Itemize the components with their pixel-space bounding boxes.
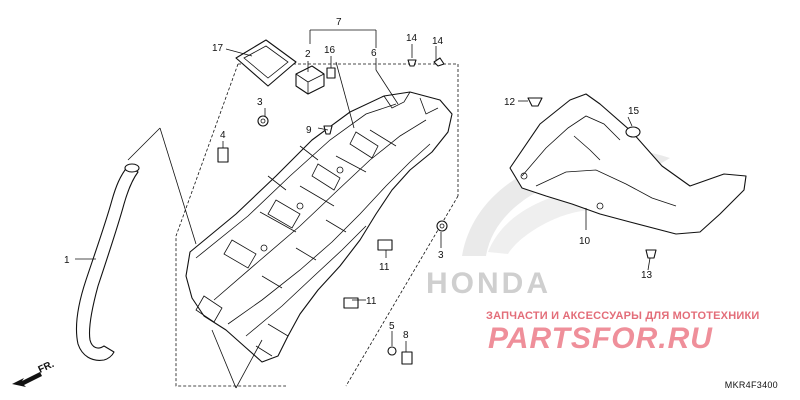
- front-direction-indicator: FR.: [10, 358, 70, 393]
- callout-1: 1: [64, 255, 70, 266]
- callout-14-left: 14: [406, 33, 418, 44]
- callout-16: 16: [324, 45, 336, 56]
- clip-part-8: [401, 351, 413, 365]
- bolt-part-12: [527, 97, 543, 107]
- callout-labels: 1 2 3 3 4 5 6 7 8 9 10 11 11 12 13 14 14…: [64, 17, 653, 341]
- clip-part-11-upper: [377, 239, 393, 251]
- cover-part-17: [235, 39, 297, 87]
- bolt-part-14-left: [407, 59, 417, 67]
- nut-part-5: [387, 346, 397, 356]
- ref-box-6-left: [175, 63, 286, 387]
- callout-7: 7: [336, 17, 342, 28]
- bolt-part-14-right: [433, 57, 445, 67]
- ref-box-6-top: [238, 63, 459, 196]
- callout-10: 10: [579, 236, 591, 247]
- callout-4: 4: [220, 130, 226, 141]
- callout-6: 6: [371, 48, 377, 59]
- callout-11-upper: 11: [379, 262, 390, 273]
- drawing-code: MKR4F3400: [724, 380, 778, 390]
- hose-part-1: [75, 163, 140, 361]
- front-arrow-icon: FR.: [12, 359, 56, 387]
- callout-15: 15: [628, 106, 640, 117]
- callout-17: 17: [212, 43, 224, 54]
- bracket-part-4: [217, 147, 229, 163]
- callout-5: 5: [389, 321, 395, 332]
- callout-13: 13: [641, 270, 653, 281]
- leader-lines: [75, 29, 651, 389]
- nut-part-3-left: [257, 115, 269, 127]
- inner-fender-assembly: [185, 91, 453, 363]
- clip-part-11-lower: [343, 297, 359, 309]
- promo-tagline: ЗАПЧАСТИ И АКСЕССУАРЫ ДЛЯ МОТОТЕХНИКИ: [486, 310, 760, 322]
- promo-logo: PARTSFOR.RU: [488, 322, 713, 355]
- callout-12: 12: [504, 97, 516, 108]
- front-label: FR.: [37, 359, 56, 376]
- callout-3-right: 3: [438, 250, 444, 261]
- callout-3-left: 3: [257, 97, 263, 108]
- callout-14-right: 14: [432, 36, 444, 47]
- clip-part-16: [326, 67, 336, 79]
- callout-11-lower: 11: [366, 296, 377, 307]
- bolt-part-13: [645, 249, 657, 259]
- callout-2: 2: [305, 49, 311, 60]
- cover-part-10: [509, 93, 747, 235]
- block-part-2: [295, 65, 325, 95]
- nut-part-3-right: [436, 220, 448, 232]
- callout-8: 8: [403, 330, 409, 341]
- callout-9: 9: [306, 125, 312, 136]
- grommet-part-15: [625, 126, 641, 138]
- honda-watermark-text: HONDA: [426, 267, 551, 300]
